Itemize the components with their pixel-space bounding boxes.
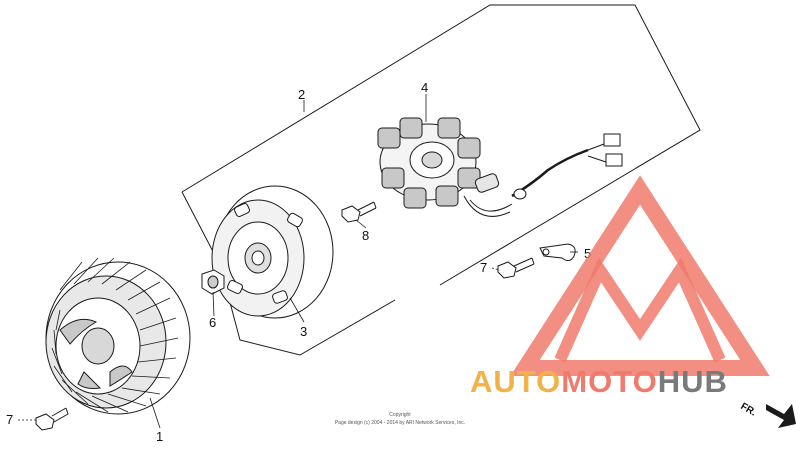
flange-nut: [201, 269, 225, 295]
watermark-hub: HUB: [658, 364, 728, 399]
copyright-line2: Page design (c) 2004 - 2014 by ARI Netwo…: [335, 420, 465, 426]
watermark-logo: AUTOMOTOHUB: [470, 175, 770, 399]
cooling-fan: [45, 257, 191, 415]
watermark-moto: MOTO: [561, 364, 657, 399]
copyright-line1: Copyright: [389, 412, 411, 418]
callout-4: 4: [421, 80, 428, 95]
callout-7-bottom: 7: [6, 412, 13, 427]
bolt-7-bottom: [35, 407, 69, 431]
callout-5: 5: [584, 246, 591, 261]
watermark-auto: AUTO: [470, 364, 561, 399]
flywheel: [211, 185, 334, 319]
callout-8: 8: [362, 228, 369, 243]
front-direction-arrow-icon: [766, 404, 796, 428]
watermark-inner-m: [554, 257, 726, 363]
bolt-7-middle: [497, 257, 535, 279]
callout-2: 2: [298, 87, 305, 102]
fan-blades: [51, 257, 179, 413]
stator: [377, 117, 623, 217]
front-direction-marker: FR.: [739, 401, 796, 428]
watermark-text: AUTOMOTOHUB: [470, 364, 728, 399]
wire-clamp: [539, 243, 576, 262]
leader-lines: [18, 94, 578, 429]
watermark-triangle: [510, 175, 770, 376]
callout-1: 1: [156, 429, 163, 444]
assembly-bracket-outline: [181, 4, 701, 286]
front-direction-label: FR.: [739, 401, 759, 419]
bolt-8: [341, 201, 377, 223]
flywheel-bracket-outline: [181, 191, 396, 356]
callout-3: 3: [300, 324, 307, 339]
callout-6: 6: [209, 315, 216, 330]
callout-7-middle: 7: [480, 260, 487, 275]
